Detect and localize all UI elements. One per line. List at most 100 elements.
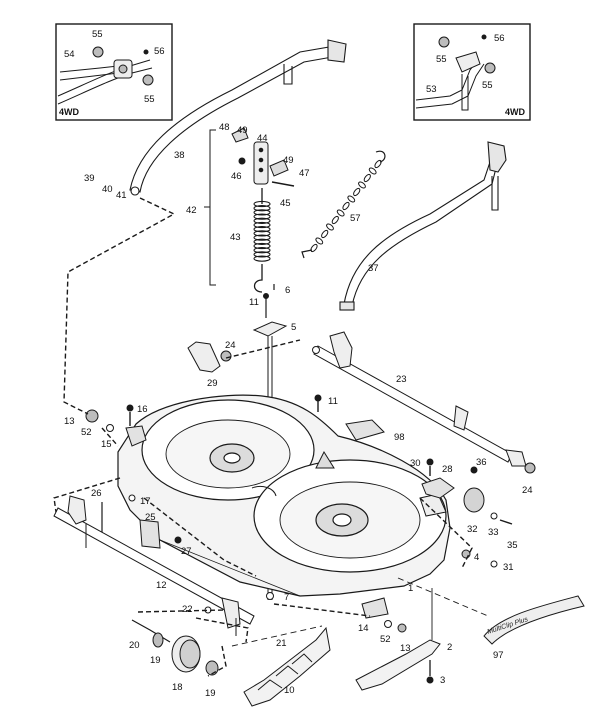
spring-coil-turn [253,251,271,258]
rear-axle-23 [312,331,536,474]
inset-left-label-55-bottom: 55 [144,94,155,105]
chain-link [347,195,356,203]
mower-deck-1 [117,394,451,597]
callout-p12: 12 [156,580,167,591]
callout-p44: 44 [257,133,268,144]
callout-p7: 7 [284,592,289,603]
chain-link [315,237,324,245]
callout-p36: 36 [476,457,487,468]
callout-p17: 17 [140,496,151,507]
inset-right-label-56: 56 [494,33,505,44]
dashed-leaders [53,197,473,677]
spring-coil-turn [253,209,271,216]
inset-left-label-55-top: 55 [92,29,103,40]
spring-coil-turn [253,234,271,241]
callout-p49b: 49 [283,155,294,166]
chain-link [321,229,329,239]
inset-right-tag: 4WD [505,107,526,117]
spring-coil-turn [253,242,271,250]
lift-arm-38 [129,39,347,196]
callout-p11b: 11 [328,396,338,407]
spring-coil-turn [253,247,271,254]
callout-p30: 30 [410,458,421,469]
chain-link [368,167,377,175]
callout-p19b: 19 [205,688,216,699]
callout-p46: 46 [231,171,242,182]
callout-p11a: 11 [249,297,259,308]
callout-p26: 26 [91,488,102,499]
callout-p45: 45 [280,198,291,209]
spring-coil-turn [253,230,271,237]
decal-97: MultiClip Plus [483,595,585,645]
callout-p2: 2 [447,642,452,653]
spring-coil-turn [253,200,271,208]
callout-p16: 16 [137,404,148,415]
callout-p20: 20 [129,640,140,651]
scraper-10 [243,626,331,707]
spring-assembly-42 [204,127,295,293]
inset-right-4wd: 55 56 55 53 4WD [413,23,531,121]
callout-p38: 38 [174,150,185,161]
callout-p19a: 19 [150,655,161,666]
front-axle-12 [53,495,255,636]
callout-p4: 4 [474,552,479,563]
inset-right-label-55-left: 55 [436,54,447,65]
callout-p21: 21 [276,638,287,649]
callout-p18: 18 [172,682,183,693]
chain-link [374,159,382,169]
callout-p27: 27 [181,546,192,557]
callout-p10: 10 [284,685,295,696]
callout-p37: 37 [368,263,379,274]
inset-left-4wd: 55 54 56 55 4WD [55,23,173,121]
spring-coil-turn [253,221,271,229]
inset-left-label-56: 56 [154,46,165,57]
spring-coil-turn [253,213,271,220]
callout-p14: 14 [358,623,369,634]
chain-link [363,173,371,183]
callout-p6: 6 [285,285,290,296]
inset-right-label-53: 53 [426,84,437,95]
callout-p13a: 13 [64,416,75,427]
callout-p52b: 52 [380,634,391,645]
spring-coil-turn [253,217,271,224]
inset-left-tag: 4WD [59,107,80,117]
callout-p98: 98 [394,432,405,443]
thin-dashed-guide [231,577,489,647]
bracket-14 [361,597,407,633]
callout-p13b: 13 [400,643,411,654]
callout-p43: 43 [230,232,241,243]
callout-p1: 1 [408,583,413,594]
callout-p41: 41 [116,190,127,201]
callout-p57: 57 [350,213,361,224]
callout-p35: 35 [507,540,518,551]
callout-p47: 47 [299,168,310,179]
chain-link [336,209,345,217]
callout-p29: 29 [207,378,218,389]
callout-p3: 3 [440,675,445,686]
inset-left-label-54: 54 [64,49,75,60]
callout-p23: 23 [396,374,407,385]
chain-link [358,181,366,189]
callout-p25: 25 [145,512,156,523]
callout-p33: 33 [488,527,499,538]
spring-coil-turn [253,255,271,262]
callout-p24a: 24 [225,340,236,351]
chain-57 [301,150,386,259]
callout-p28: 28 [442,464,453,475]
spring-coil-turn [253,238,271,245]
callout-p24b: 24 [522,485,533,496]
callout-p40: 40 [102,184,113,195]
spring-coil-turn [253,226,271,233]
spring-coil-turn [253,205,271,212]
gauge-wheel-18 [131,619,219,676]
deck-hardware [85,394,513,614]
callout-p5: 5 [291,322,296,333]
callout-p31: 31 [503,562,514,573]
lift-arm-37 [339,141,507,311]
callout-p42: 42 [186,205,197,216]
callout-p22: 22 [182,604,193,615]
chain-link [342,201,350,211]
callout-p48: 48 [219,122,230,133]
